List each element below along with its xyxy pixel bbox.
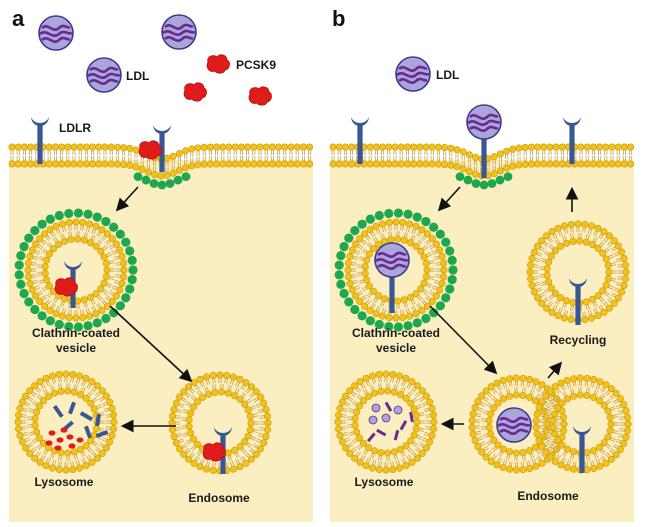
recycling-label: Recycling (550, 333, 607, 347)
clathrin-vesicle-label-b-2: vesicle (376, 341, 416, 355)
clathrin-vesicle-label-b: Clathrin-coated (352, 326, 440, 340)
pcsk9-icon (248, 86, 272, 106)
plasma-membranes (8, 143, 635, 190)
clathrin-coated-vesicle-a (14, 208, 138, 332)
ldl-receptor-icon (31, 117, 49, 164)
clathrin-vesicle-label-a-2: vesicle (56, 341, 96, 355)
ldl-receptor-icon (563, 117, 581, 164)
endosome-label-a: Endosome (188, 491, 250, 505)
degraded-ldl-fragments (367, 401, 414, 443)
panel-letter-a: a (12, 6, 25, 31)
ldl-receptor-icon (351, 117, 369, 164)
ldlr-label: LDLR (59, 121, 91, 135)
plasma-membrane-b (329, 143, 635, 190)
pcsk9-bound-icon (138, 140, 162, 160)
endosome-label-b: Endosome (517, 489, 579, 503)
lysosome-label-b: Lysosome (355, 475, 414, 489)
ldl-particle-icon (85, 56, 123, 94)
lysosome-label-a: Lysosome (35, 475, 94, 489)
pcsk9-icon (206, 54, 230, 74)
ldl-bound-icon (465, 103, 503, 141)
degraded-pcsk9-fragments (45, 427, 84, 451)
panel-letter-b: b (332, 6, 345, 31)
clathrin-vesicle-label-a: Clathrin-coated (32, 326, 120, 340)
pathway-arrows-a (109, 186, 193, 433)
ldl-bound-icon (373, 241, 411, 279)
ldl-particle-icon (495, 406, 533, 444)
vesicles-layer (14, 208, 632, 475)
clathrin-coated-vesicle-b (334, 208, 458, 332)
cytoplasm-a (9, 160, 313, 522)
ldl-label: LDL (126, 69, 149, 83)
pathway-arrows-b (429, 186, 579, 431)
ldl-particle-icon (37, 14, 75, 52)
ldl-label-b: LDL (436, 68, 459, 82)
pcsk9-icon (183, 82, 207, 102)
pcsk9-label: PCSK9 (236, 58, 276, 72)
ldl-particle-icon (160, 13, 198, 51)
plasma-membrane-a (8, 143, 314, 190)
ldl-particle-icon (394, 55, 432, 93)
